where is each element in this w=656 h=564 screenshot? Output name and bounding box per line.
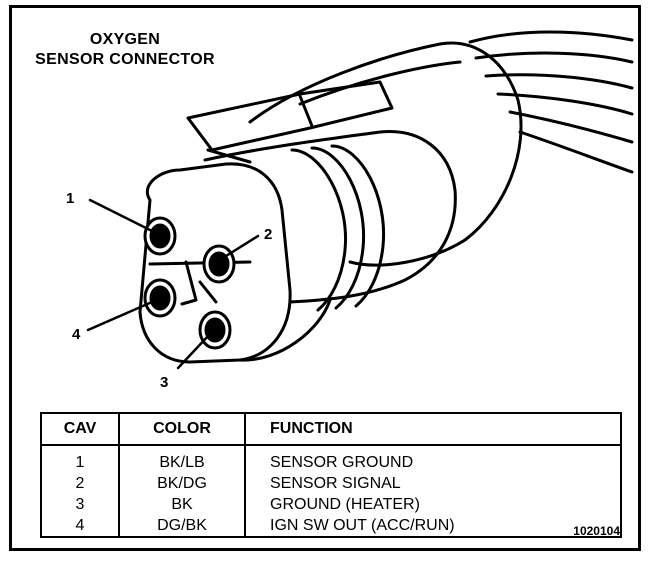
wire-6 [518,130,634,174]
mating-face [138,162,292,364]
cell-function: SENSOR GROUND [270,453,414,471]
wire-2 [474,51,634,64]
cell-cav: 1 [41,445,120,473]
callout-4: 4 [72,326,81,343]
cell-cav: 4 [41,515,120,537]
leader-line-4 [86,300,154,332]
header-color: COLOR [119,413,246,446]
header-cav: CAV [41,413,120,446]
pinout-table: CAV COLOR FUNCTION 1 BK/LB SENSOR GROUND… [40,412,622,538]
table-header-row: CAV COLOR FUNCTION [41,413,621,446]
rear-boot [248,41,523,267]
callout-2: 2 [264,226,273,243]
table-row: 1 BK/LB SENSOR GROUND [41,445,621,473]
table-row: 2 BK/DG SENSOR SIGNAL [41,473,621,494]
cell-cav: 2 [41,473,120,494]
callout-1: 1 [66,190,75,207]
diagram-title: OXYGEN SENSOR CONNECTOR [12,30,238,70]
leader-line-1 [88,198,156,234]
cell-color: BK/DG [119,473,246,494]
cell-function: IGN SW OUT (ACC/RUN) [270,516,455,534]
header-function: FUNCTION [245,413,621,446]
locking-tab [186,80,394,152]
cell-function: SENSOR SIGNAL [270,474,401,492]
wire-5 [508,110,634,144]
title-line-1: OXYGEN [89,31,161,48]
wire-1 [468,30,634,44]
reference-number: 1020104 [573,524,620,538]
leader-line-3 [176,332,212,370]
table-row: 3 BK GROUND (HEATER) [41,494,621,515]
cell-color: BK [119,494,246,515]
cell-function: GROUND (HEATER) [270,495,420,513]
callout-3: 3 [160,374,169,391]
connector-body [203,130,457,304]
cell-color: BK/LB [119,445,246,473]
title-line-2: SENSOR CONNECTOR [35,51,215,68]
cell-color: DG/BK [119,515,246,537]
cell-cav: 3 [41,494,120,515]
leader-line-2 [224,234,260,258]
table-row: 4 DG/BK IGN SW OUT (ACC/RUN) [41,515,621,537]
